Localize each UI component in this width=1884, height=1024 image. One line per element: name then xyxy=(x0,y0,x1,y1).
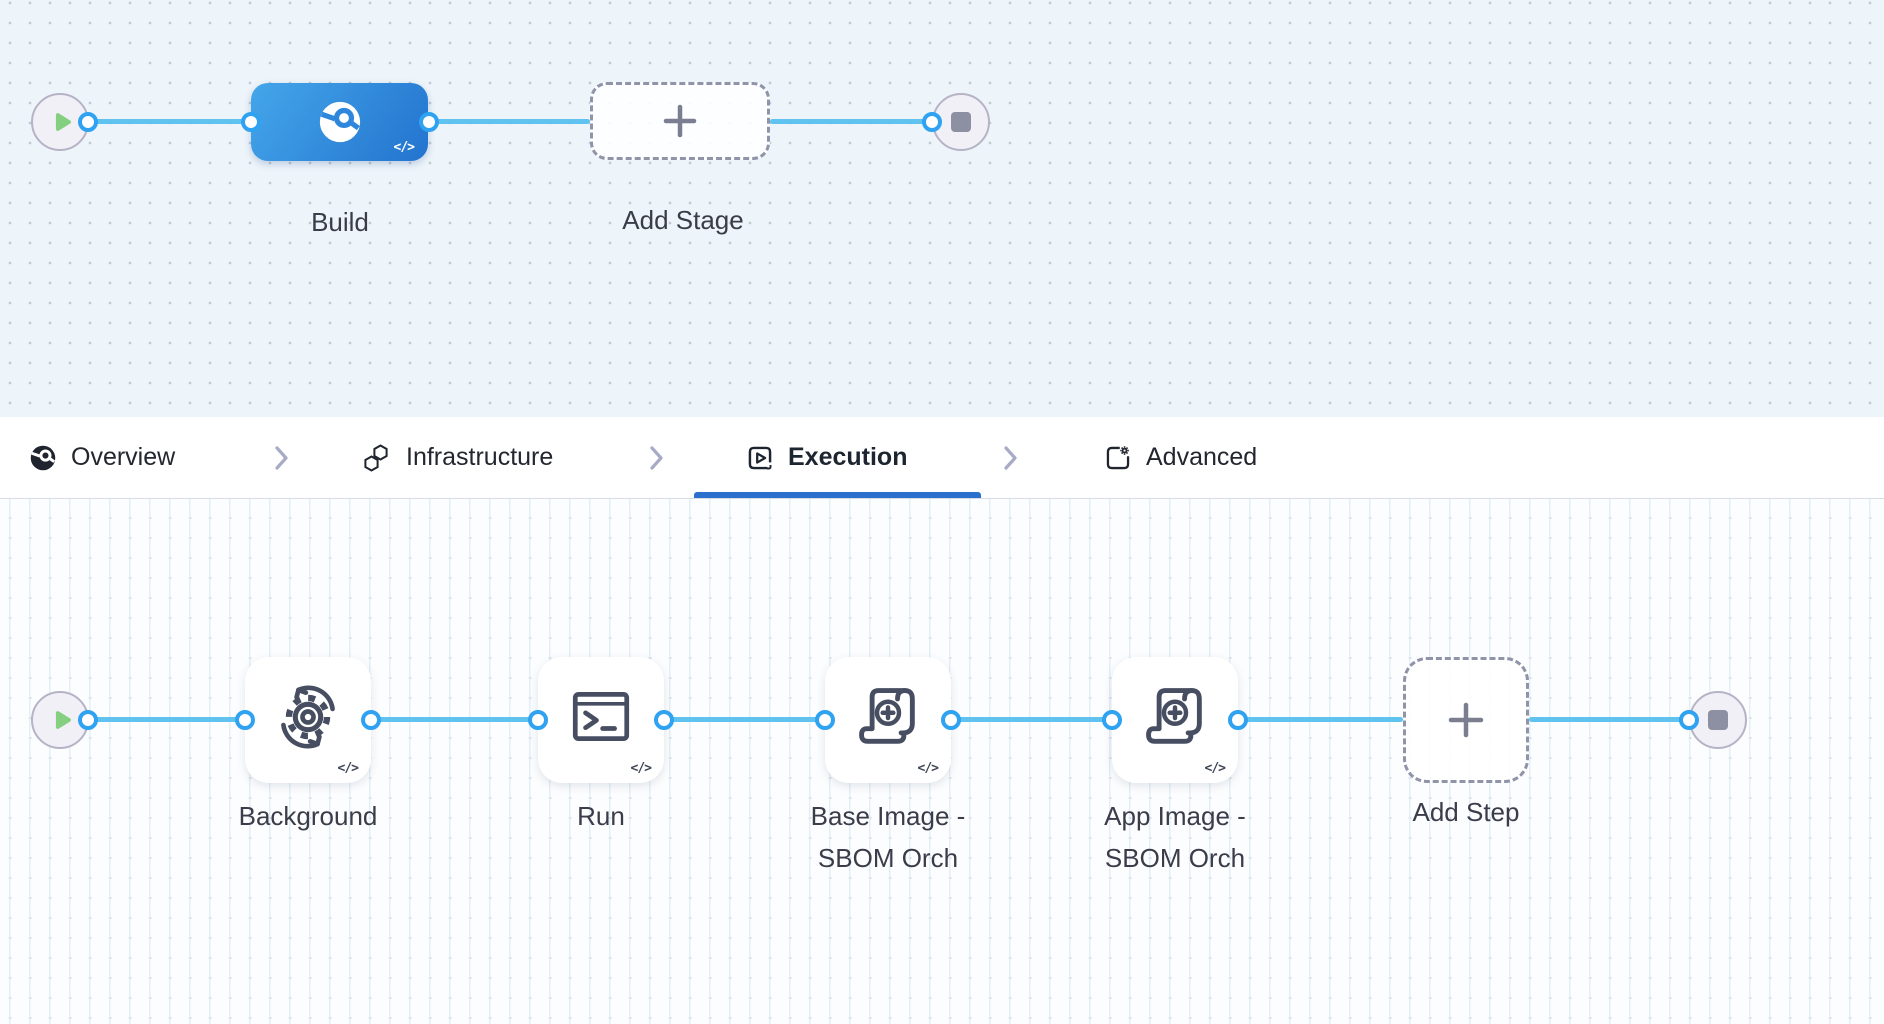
step-card-background[interactable]: </> xyxy=(245,657,371,783)
edge-build-to-addstage xyxy=(429,119,590,124)
step-card-app-image-sbom[interactable]: </> xyxy=(1112,657,1238,783)
step-label-background: Background xyxy=(238,801,378,831)
port-baseimage-in[interactable] xyxy=(815,710,835,730)
chevron-right-icon xyxy=(1004,446,1017,470)
hexagons-icon xyxy=(364,443,388,472)
tab-label: Overview xyxy=(71,443,176,471)
stage-config-tabbar: Overview Infrastructure Execution xyxy=(0,417,1884,499)
step-label-app-image-sbom: App Image - SBOM Orch xyxy=(1104,801,1246,873)
tab-label: Execution xyxy=(788,443,908,471)
add-stage-button[interactable] xyxy=(590,82,770,160)
edge-addstep-to-end xyxy=(1529,717,1689,722)
tab-advanced[interactable]: Advanced xyxy=(1104,417,1257,498)
ci-overview-icon xyxy=(30,445,56,470)
chevron-right-icon xyxy=(275,446,288,470)
stage-card-build[interactable]: </> xyxy=(251,83,428,161)
code-badge: </> xyxy=(1204,761,1227,776)
tab-overview[interactable]: Overview xyxy=(29,417,175,498)
step-card-base-image-sbom[interactable]: </> xyxy=(825,657,951,783)
port-run-in[interactable] xyxy=(528,710,548,730)
tab-infrastructure[interactable]: Infrastructure xyxy=(360,417,553,498)
plus-icon xyxy=(663,104,697,138)
port-appimage-out[interactable] xyxy=(1228,710,1248,730)
active-tab-indicator xyxy=(694,492,981,498)
sync-gear-icon xyxy=(281,685,335,749)
ci-build-icon xyxy=(319,101,360,143)
chevron-right-icon xyxy=(650,446,663,470)
port-baseimage-out[interactable] xyxy=(941,710,961,730)
play-square-icon xyxy=(748,446,772,469)
edge-background-to-run xyxy=(371,717,538,722)
step-label-base-image-sbom: Base Image - SBOM Orch xyxy=(810,801,966,873)
settings-square-icon xyxy=(1106,445,1130,469)
tab-execution[interactable]: Execution xyxy=(746,417,907,498)
edge-run-to-baseimage xyxy=(664,717,825,722)
edge-appimage-to-addstep xyxy=(1238,717,1403,722)
terminal-icon xyxy=(572,691,630,741)
code-badge: </> xyxy=(630,761,653,776)
code-badge: </> xyxy=(917,761,940,776)
code-badge: </> xyxy=(393,140,416,155)
step-card-run[interactable]: </> xyxy=(538,657,664,783)
port-background-in[interactable] xyxy=(235,710,255,730)
edge-addstage-to-end xyxy=(770,119,932,124)
execution-canvas[interactable]: </> </> </> xyxy=(0,499,1884,1024)
stage-label-build: Build xyxy=(311,207,369,237)
add-stage-label: Add Stage xyxy=(622,205,744,235)
stop-icon xyxy=(951,112,971,132)
port-start-out[interactable] xyxy=(78,112,98,132)
add-step-label: Add Step xyxy=(1412,797,1520,827)
port-run-out[interactable] xyxy=(654,710,674,730)
edge-start-to-background xyxy=(88,717,245,722)
code-badge: </> xyxy=(337,761,360,776)
plus-icon xyxy=(1448,702,1484,738)
tab-label: Infrastructure xyxy=(406,443,554,471)
play-icon xyxy=(55,711,71,729)
scroll-plus-icon xyxy=(859,688,915,744)
add-step-button[interactable] xyxy=(1403,657,1529,783)
step-label-run: Run xyxy=(577,801,625,831)
port-end-in[interactable] xyxy=(922,112,942,132)
stage-canvas[interactable]: </> Build Add Stage xyxy=(0,0,1884,417)
tab-label: Advanced xyxy=(1146,443,1258,471)
port-appimage-in[interactable] xyxy=(1102,710,1122,730)
port-build-out[interactable] xyxy=(419,112,439,132)
scroll-plus-icon xyxy=(1146,688,1202,744)
play-icon xyxy=(55,113,71,131)
port-start-out[interactable] xyxy=(78,710,98,730)
edge-baseimage-to-appimage xyxy=(951,717,1112,722)
edge-start-to-build xyxy=(88,119,251,124)
port-build-in[interactable] xyxy=(241,112,261,132)
port-end-in[interactable] xyxy=(1679,710,1699,730)
port-background-out[interactable] xyxy=(361,710,381,730)
stop-icon xyxy=(1708,710,1728,730)
